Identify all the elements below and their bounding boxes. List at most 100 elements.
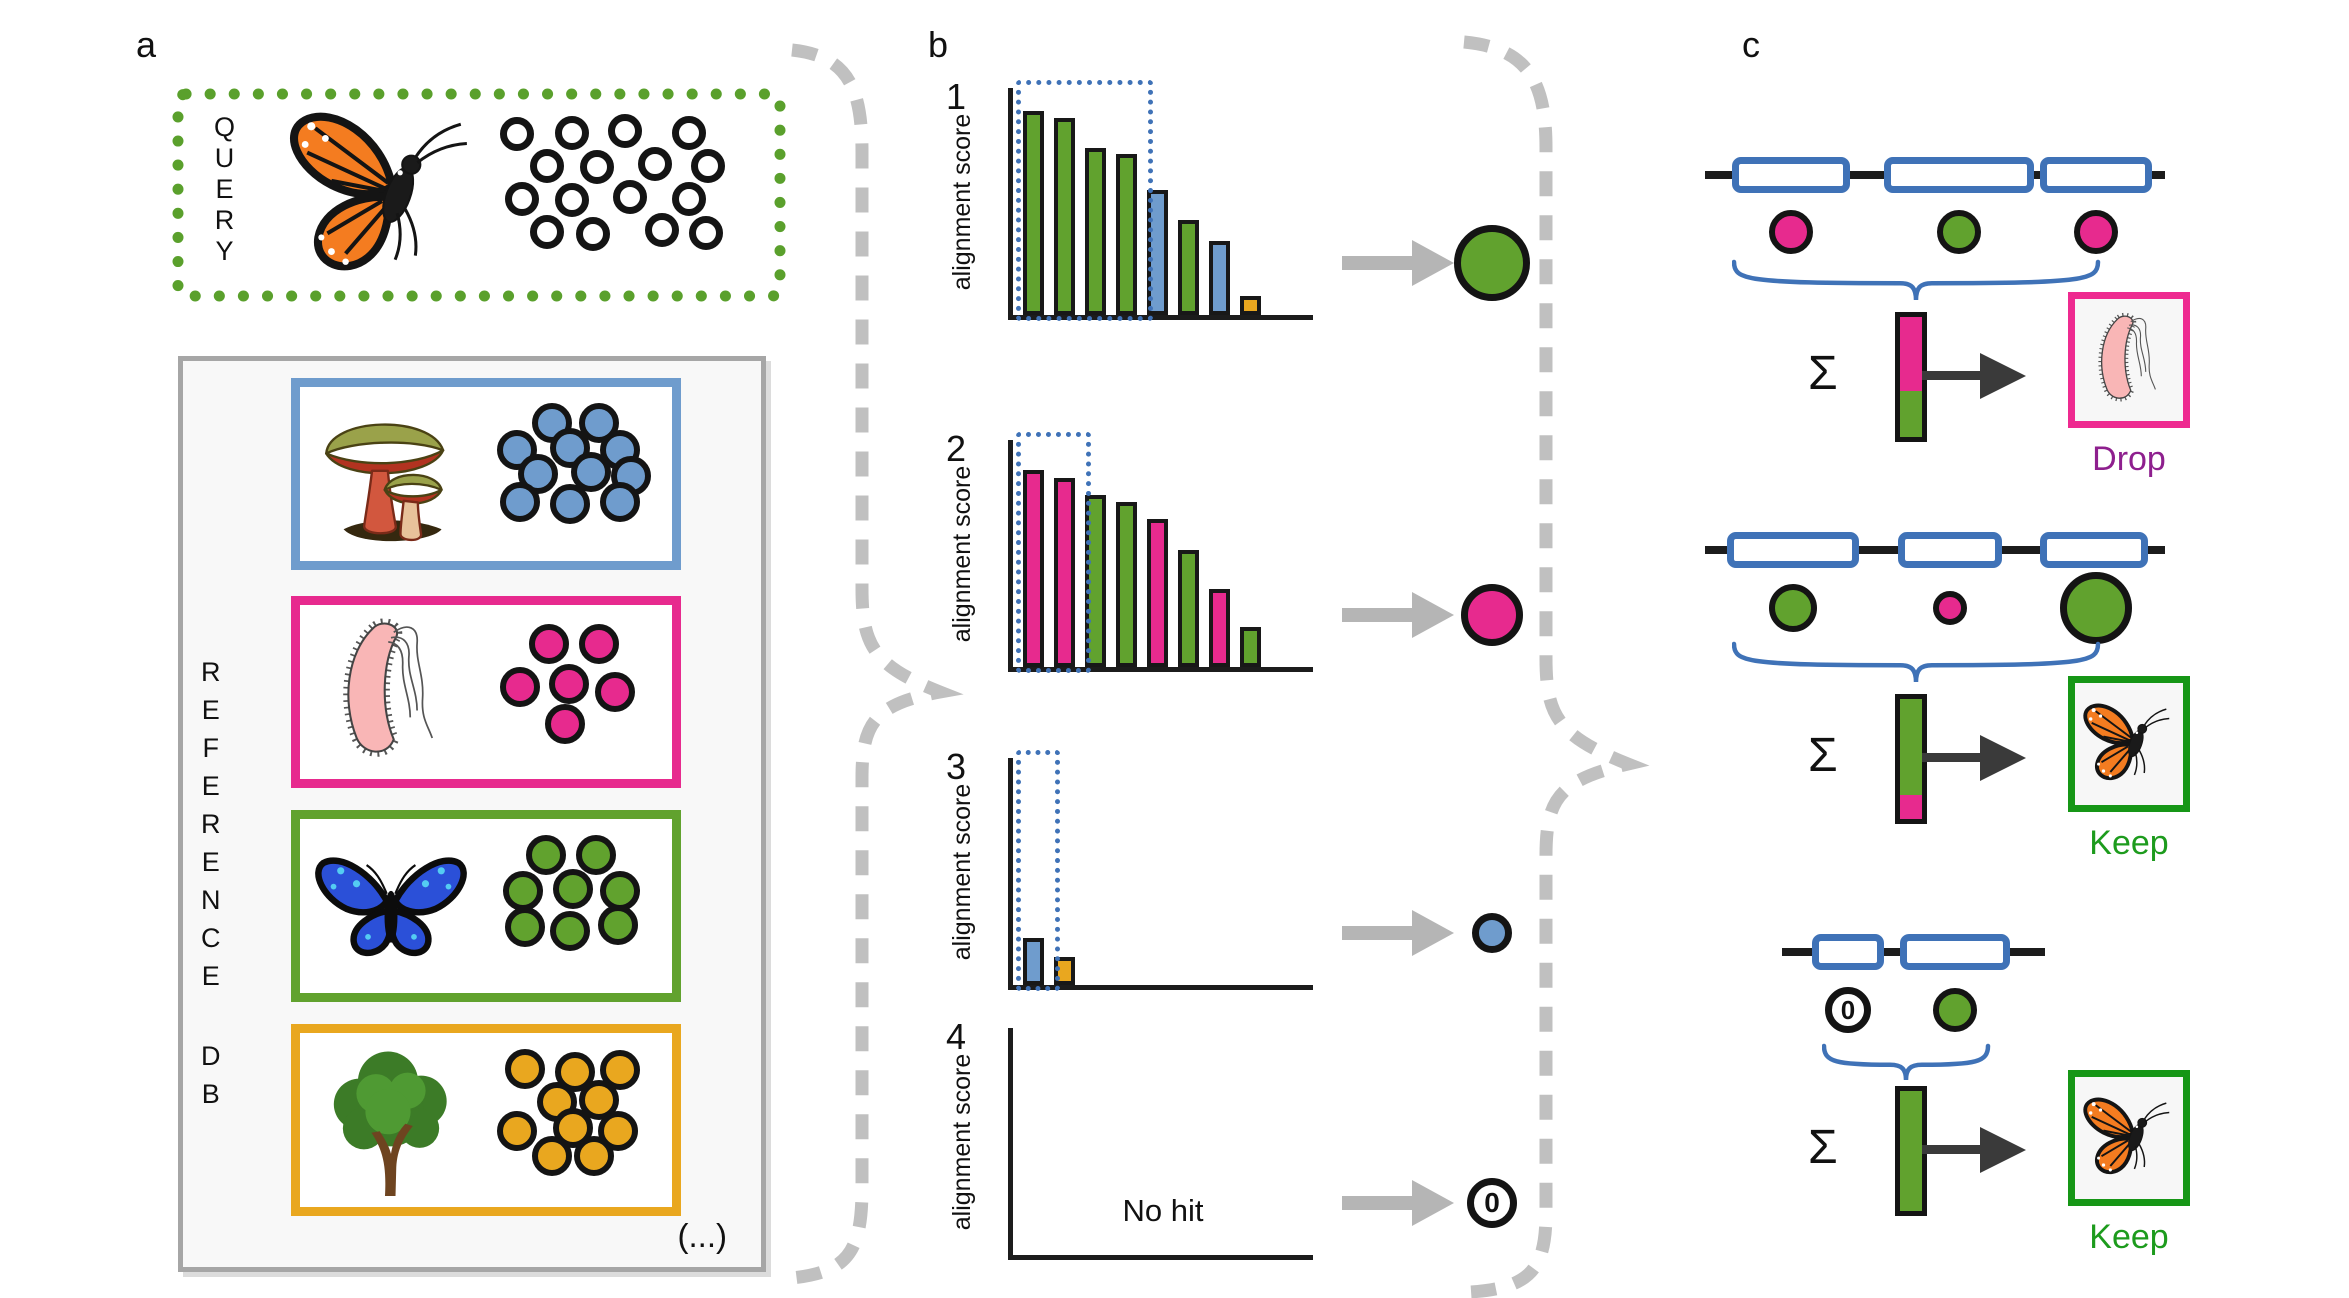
kmer-circle-green [597,905,638,946]
kmer-circle-orange [597,1110,638,1151]
query-kmer-circle [529,148,564,183]
kmer-circle-pink [594,672,635,712]
kmer-cluster-bacterium [492,619,664,765]
query-dotted-border [172,88,786,302]
bacterium-image [312,613,470,771]
monarch-image [2075,692,2183,796]
sum-bar-segment-pink [1900,317,1922,391]
query-kmer-circle [612,180,647,215]
chart-4-result-arrow-icon [1342,1180,1454,1226]
query-kmer-circle [608,114,642,149]
query-kmer-circle [529,214,564,249]
kmer-circle-green [526,835,567,876]
chart-2-bar-5 [1147,519,1168,667]
no-hit-label: No hit [1122,1193,1204,1228]
decision-arrow-icon [1922,353,2026,399]
kmer-circle-orange [497,1110,538,1151]
chart-2-result-circle-pink [1461,584,1523,646]
kmer-circle-blue [499,481,540,522]
sum-brace-icon [1822,1043,1991,1081]
query-kmer-circle [555,115,590,150]
kmer-circle-green [505,907,546,948]
chart-1-ylabel: alignment score [948,113,976,290]
vote-circle-pink [1769,210,1813,254]
chart-1-result-arrow-icon [1342,240,1454,286]
chart-1-bar-3 [1085,148,1106,315]
vote-zero-badge: 0 [1825,987,1871,1033]
chart-2-number: 2 [946,428,967,469]
chart-3-number: 3 [946,746,967,787]
decision-box-drop [2068,292,2190,428]
exon-box [1898,532,2002,568]
vote-circle-green [1937,210,1981,254]
kmer-circle-green [502,871,543,912]
kmer-circle-blue [550,483,591,524]
chart-1-bar-8 [1240,296,1261,315]
query-kmer-circle [504,181,539,216]
exon-box [1727,532,1859,568]
chart-2-bar-4 [1116,502,1137,667]
chart-3-result-circle-blue [1472,913,1512,953]
decision-label-drop: Drop [2092,440,2166,478]
kmer-circle-orange [555,1052,596,1093]
dashed-brace-a-to-b-icon [791,43,964,1285]
kmer-circle-orange [505,1049,546,1090]
panel-c-label: c [1742,24,1760,65]
chart-1-number: 1 [946,76,967,117]
kmer-circle-orange [531,1136,572,1177]
chart-1-bar-6 [1178,220,1199,315]
query-butterfly-image [258,100,510,292]
sum-bar-segment-pink [1900,795,1922,819]
kmer-circle-green [576,835,617,876]
kmer-circle-pink [499,666,540,707]
mushroom-image [312,395,470,553]
monarch-image [2075,1086,2183,1190]
chart-1-bar-4 [1116,154,1137,315]
chart-1-result-circle-green [1454,225,1530,301]
bluefly-image [312,827,470,985]
query-kmer-circle [637,147,672,182]
exon-box [1900,934,2010,970]
query-kmer-circle [499,116,534,151]
chart-2-bar-6 [1178,550,1199,667]
sigma-label: Σ [1808,729,1838,782]
chart-2-top-hits-selection [1016,432,1091,673]
chart-3-result-arrow-icon [1342,910,1454,956]
chart-4-number: 4 [946,1016,967,1057]
chart-1-bar-1 [1023,111,1044,315]
exon-box [2040,157,2152,193]
query-kmer-circle [575,217,610,252]
sum-bar-segment-green [1900,699,1922,795]
chart-2-bar-7 [1209,589,1230,667]
kmer-circle-green [550,911,591,952]
kmer-circle-green [552,869,593,910]
chart-3-ylabel: alignment score [948,783,976,960]
decision-box-keep [2068,1070,2190,1206]
exon-box [1884,157,2034,193]
sum-brace-icon [1732,259,2101,301]
chart-2-bar-8 [1240,627,1261,667]
bacterium-image [2085,302,2173,418]
vote-circle-green [2060,572,2132,644]
query-kmer-circle [672,181,707,216]
sum-brace-icon [1732,641,2101,683]
chart-2-bar-1 [1023,470,1044,667]
kmer-circle-pink [579,624,620,665]
chart-1-top-hits-selection [1016,80,1153,321]
panel-b-label: b [928,24,949,65]
kmer-circle-blue [600,481,641,522]
reference-db-more-label: (...) [677,1217,727,1254]
chart-3 [1008,750,1313,991]
kmer-circle-pink [548,663,589,704]
exon-box [1812,934,1884,970]
kmer-circle-pink [528,624,569,665]
query-kmer-circle [580,149,615,184]
kmer-cluster-tree [492,1047,664,1193]
exon-box [1732,157,1850,193]
decision-label-keep: Keep [2089,824,2169,862]
query-kmer-circle [555,182,590,217]
species-box-mushroom [291,378,681,570]
kmer-cluster-bluefly [492,833,664,979]
